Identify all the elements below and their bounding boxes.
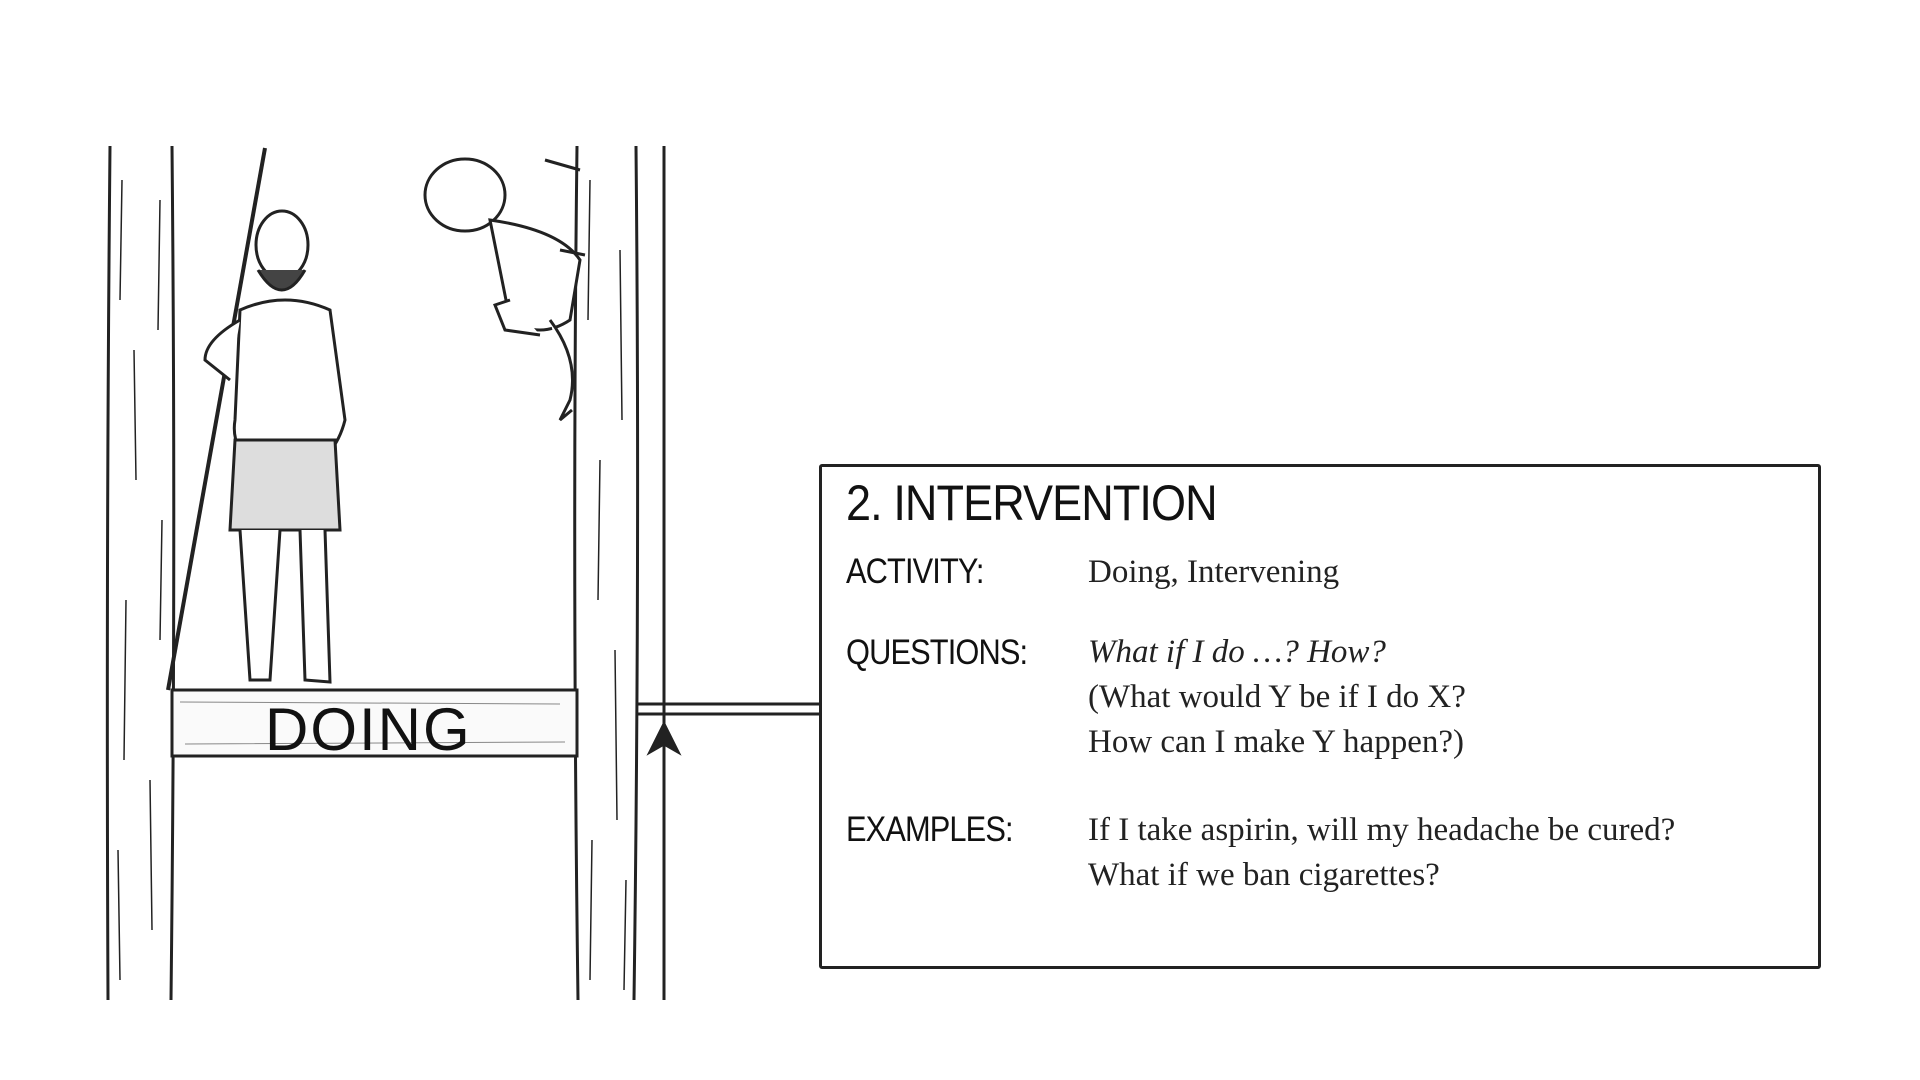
caveman-figure bbox=[166, 147, 347, 691]
card-title: 2. INTERVENTION bbox=[846, 475, 1218, 531]
questions-label: QUESTIONS: bbox=[846, 633, 1028, 672]
example-line: If I take aspirin, will my headache be c… bbox=[1088, 812, 1676, 848]
example-line: What if we ban cigarettes? bbox=[1088, 857, 1440, 893]
examples-label: EXAMPLES: bbox=[846, 810, 1014, 849]
left-tree-trunk bbox=[105, 145, 176, 1001]
question-line: How can I make Y happen?) bbox=[1088, 724, 1464, 760]
activity-value: Doing, Intervening bbox=[1088, 554, 1340, 590]
right-tree-trunk bbox=[573, 145, 640, 1001]
activity-label: ACTIVITY: bbox=[846, 552, 984, 591]
baby-climbing-figure bbox=[423, 157, 586, 422]
rung-label: DOING bbox=[265, 696, 472, 763]
vertical-ladder-axis-arrow bbox=[646, 146, 682, 1000]
connector-double-line bbox=[637, 702, 819, 716]
intervention-card bbox=[819, 464, 1821, 969]
question-line: What if I do …? How? bbox=[1088, 634, 1386, 670]
question-line: (What would Y be if I do X? bbox=[1088, 679, 1466, 715]
ladder-rung-plank bbox=[170, 688, 579, 758]
